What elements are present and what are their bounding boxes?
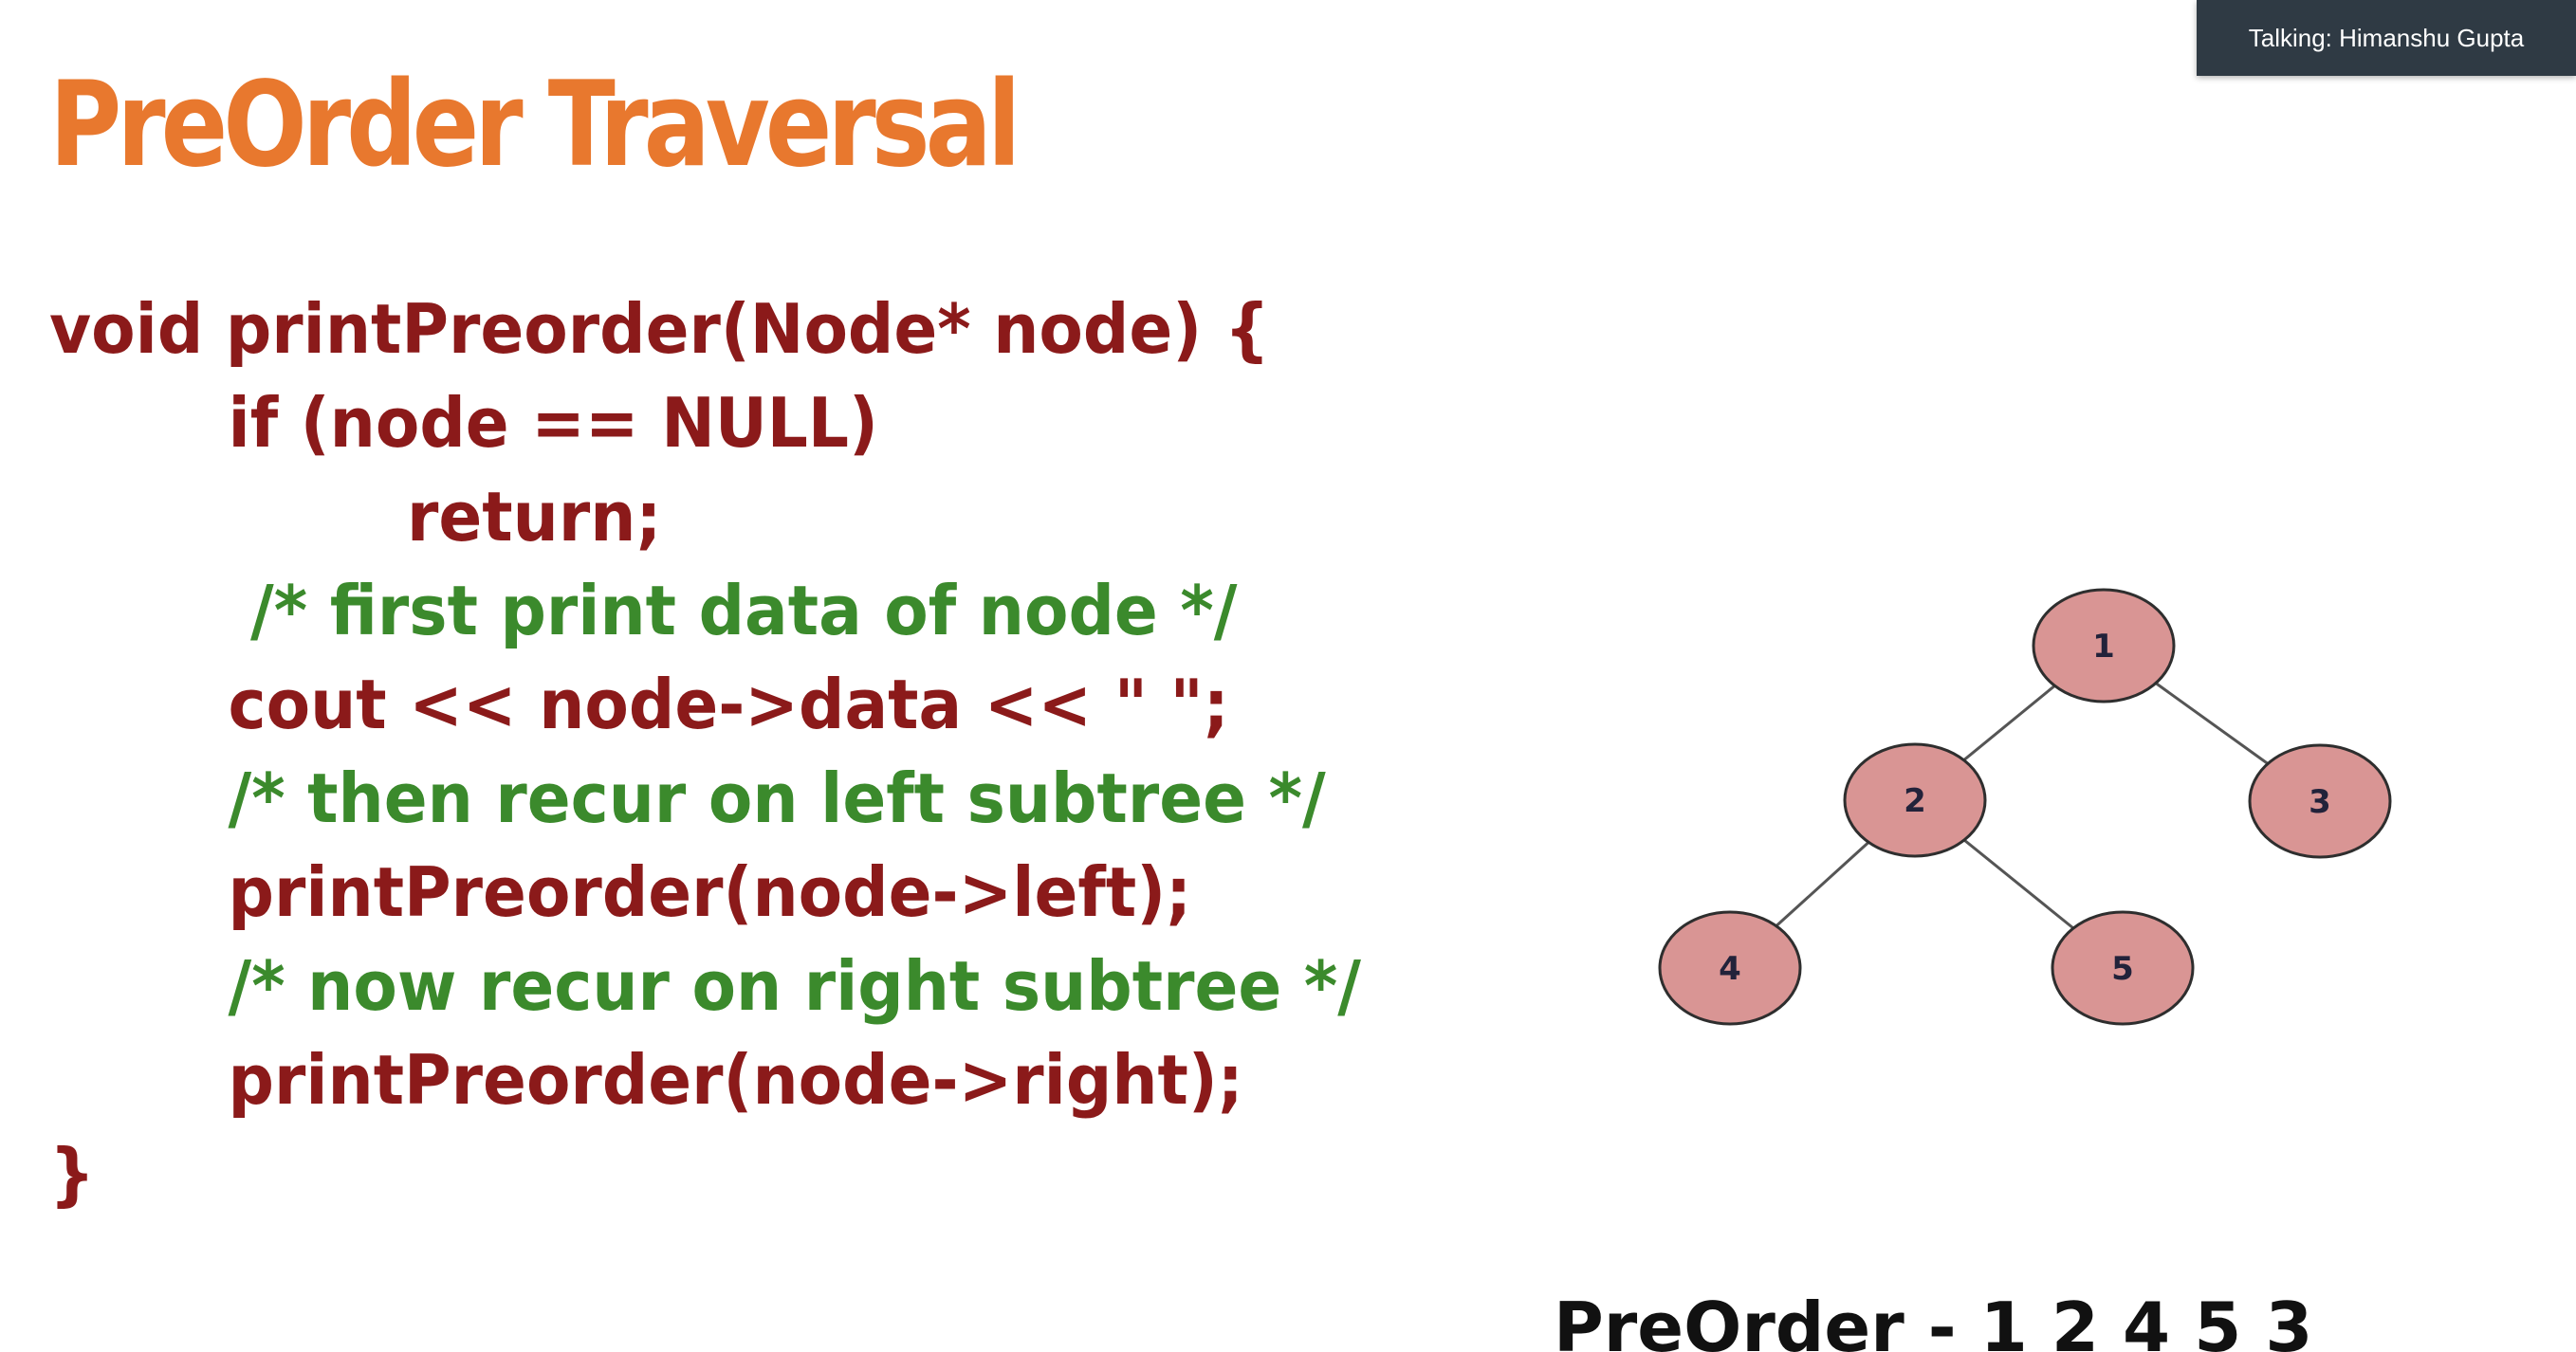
code-comment-line: /* then recur on left subtree */ [49, 758, 1326, 838]
tree-node-3: 3 [2248, 743, 2392, 859]
code-line: return; [49, 477, 662, 557]
tree-node-label: 1 [2092, 628, 2115, 666]
code-line: void printPreorder(Node* node) { [49, 289, 1270, 369]
tree-node-ellipse [2032, 588, 2176, 703]
tree-edge-1-3 [2155, 682, 2269, 765]
slide-title: PreOrder Traversal [49, 57, 1021, 193]
tree-node-ellipse [2051, 910, 2195, 1026]
tree-edge-2-5 [1963, 838, 2074, 930]
tree-node-5: 5 [2051, 910, 2195, 1026]
talking-label: Talking: Himanshu Gupta [2248, 23, 2525, 52]
code-line: printPreorder(node->right); [49, 1040, 1243, 1120]
code-line: if (node == NULL) [49, 383, 878, 463]
tree-node-2: 2 [1843, 742, 1987, 858]
tree-node-label: 5 [2111, 950, 2134, 988]
code-comment-line: /* now recur on right subtree */ [49, 946, 1361, 1026]
code-comment-line: /* first print data of node */ [49, 571, 1238, 650]
tree-node-label: 2 [1904, 782, 1926, 820]
code-line: } [49, 1134, 96, 1214]
code-line: printPreorder(node->left); [49, 852, 1192, 932]
tree-node-ellipse [2248, 743, 2392, 859]
code-line: cout << node->data << " "; [49, 665, 1229, 744]
tree-node-ellipse [1658, 910, 1802, 1026]
tree-node-label: 4 [1719, 950, 1741, 988]
tree-edge-2-4 [1775, 841, 1870, 927]
tree-node-label: 3 [2309, 783, 2331, 821]
talking-indicator: Talking: Himanshu Gupta [2197, 0, 2576, 76]
tree-edge-1-2 [1962, 685, 2056, 761]
code-block: void printPreorder(Node* node) { if (nod… [49, 283, 1361, 1221]
tree-node-4: 4 [1658, 910, 1802, 1026]
tree-node-ellipse [1843, 742, 1987, 858]
tree-node-1: 1 [2032, 588, 2176, 703]
preorder-result-text: PreOrder - 1 2 4 5 3 [1554, 1288, 2313, 1352]
